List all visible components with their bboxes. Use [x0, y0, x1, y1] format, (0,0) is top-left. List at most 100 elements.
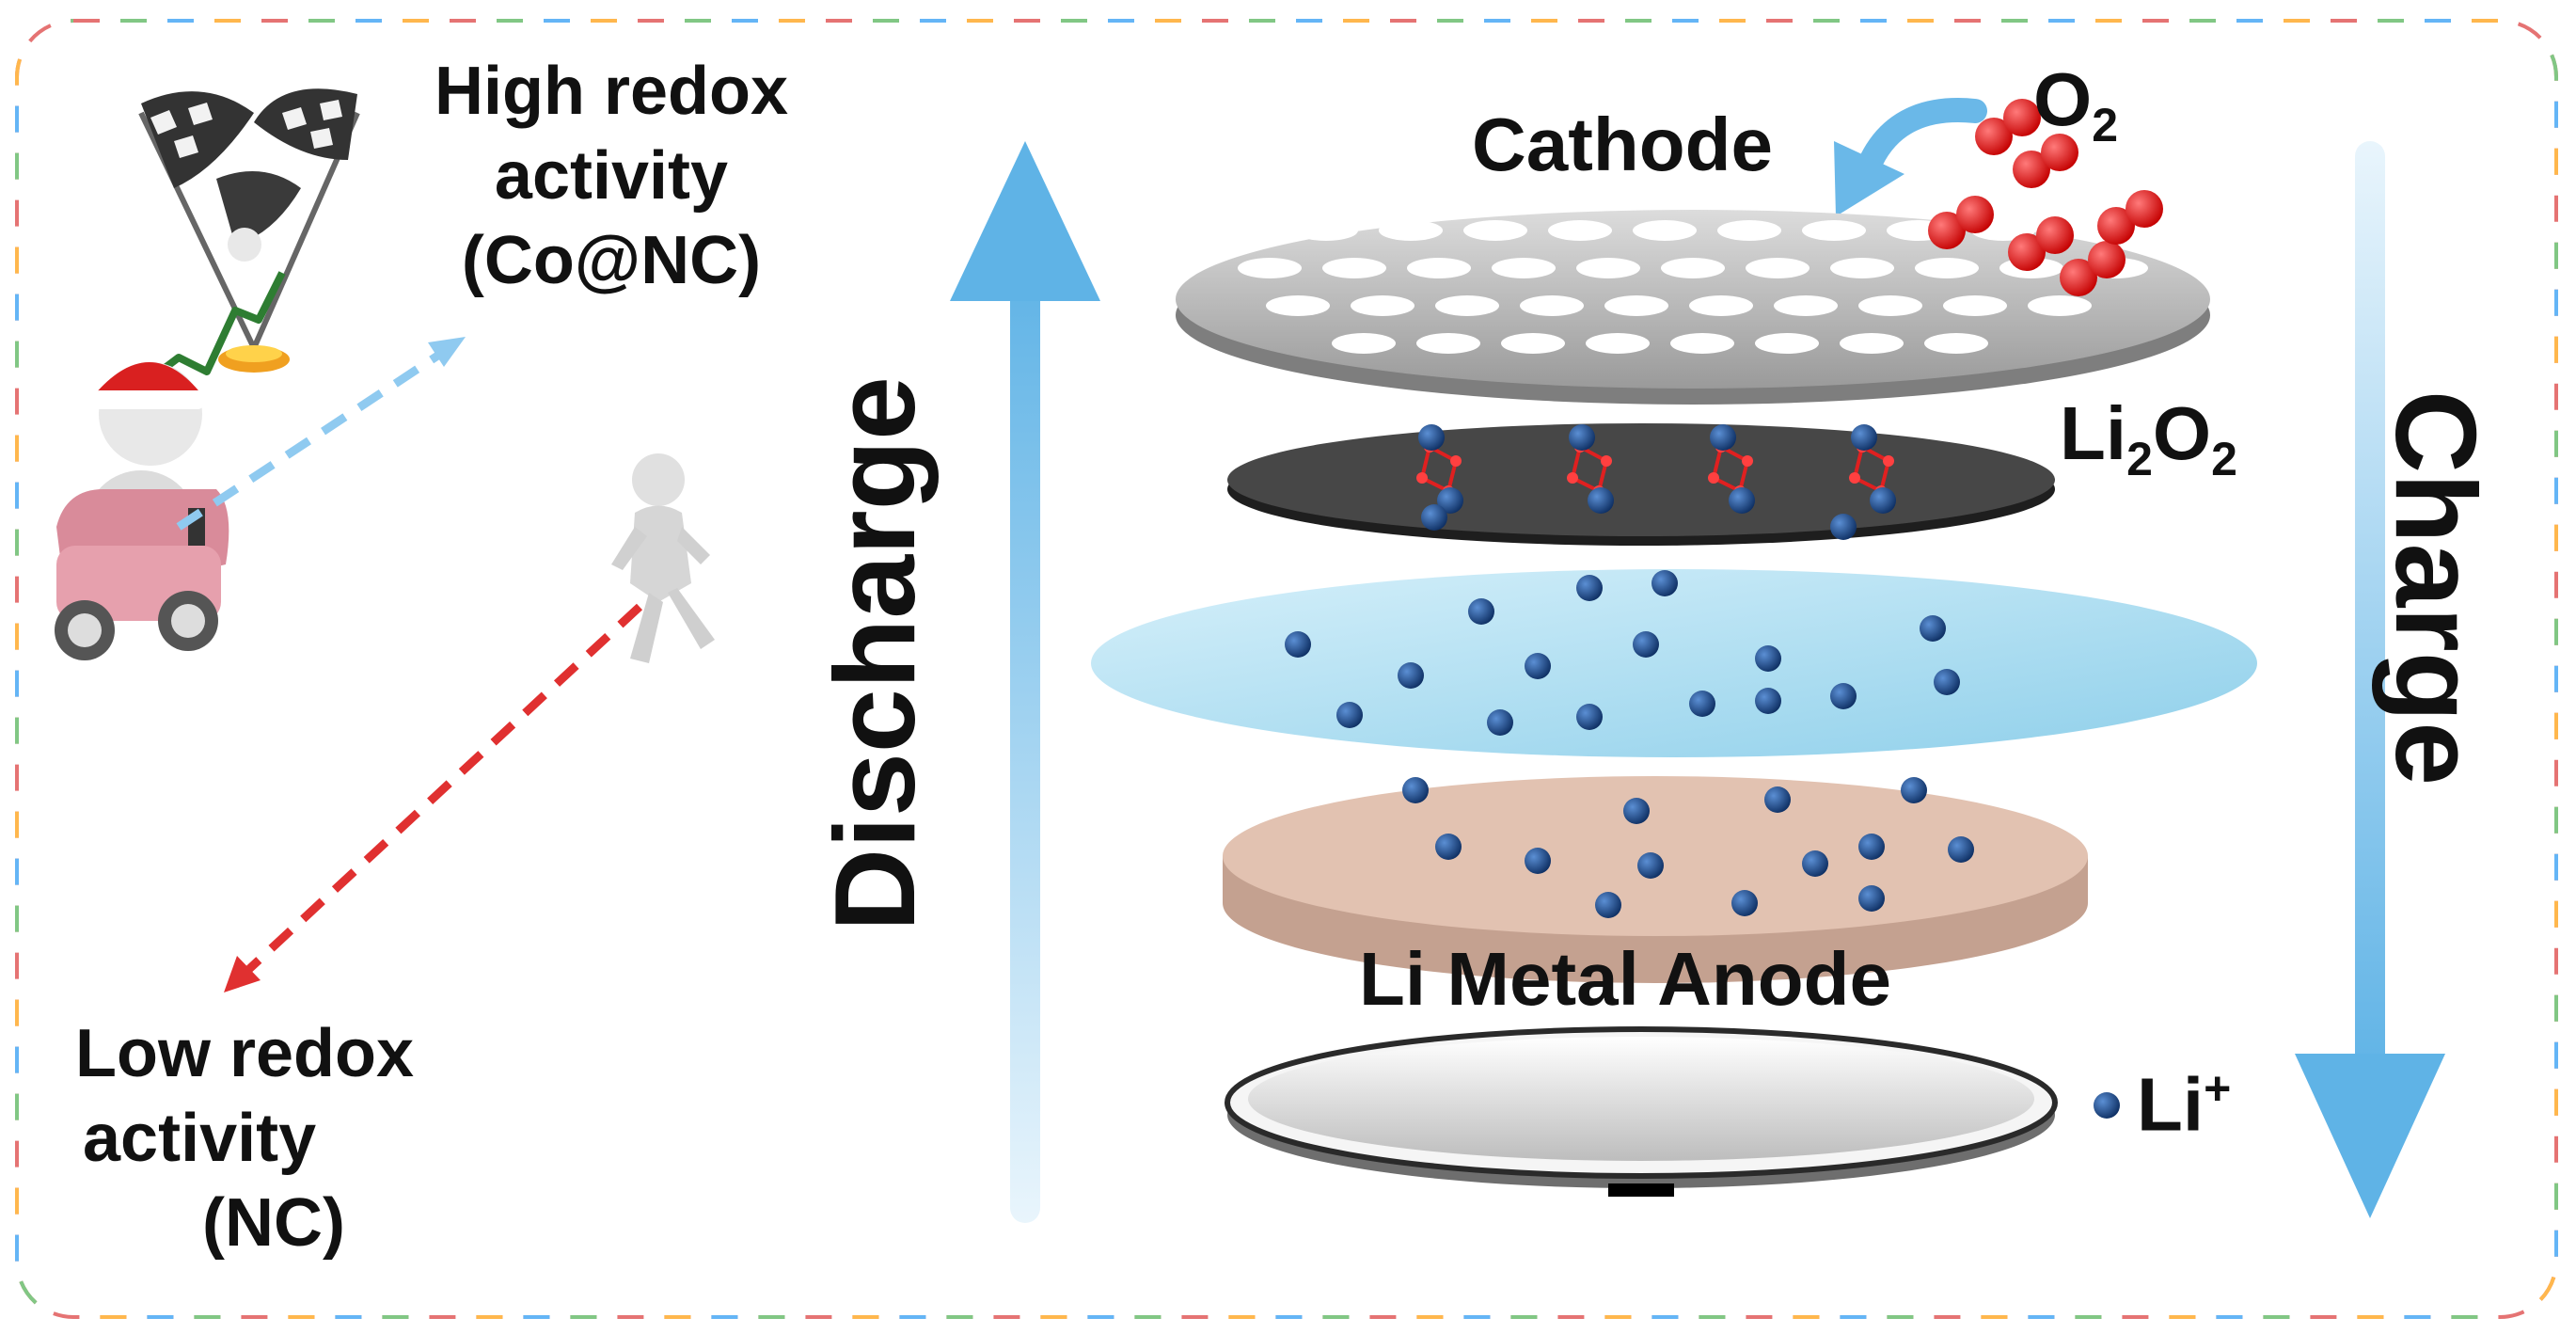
li-ion: [1435, 834, 1462, 860]
cathode-pore: [1238, 258, 1302, 278]
cathode-pore: [2028, 295, 2092, 316]
li2o2-lithium: [1437, 487, 1463, 514]
cathode-pore: [1802, 220, 1866, 241]
cathode-pore: [1407, 258, 1471, 278]
cathode-pore: [1463, 220, 1527, 241]
oxygen-atom: [2060, 259, 2097, 296]
low-redox-line-2: activity: [83, 1101, 317, 1176]
santa-figure-car-icon: [55, 362, 229, 660]
li-ion-legend-dot: [2094, 1092, 2120, 1119]
li-ion-base: Li: [2137, 1062, 2205, 1147]
li-ion: [1633, 631, 1659, 658]
checkered-flags-icon: [138, 88, 360, 373]
li-ion: [1901, 777, 1927, 803]
li2o2-oxygen: [1742, 455, 1753, 467]
li-ion: [1934, 669, 1960, 695]
high-activity-arrow: [176, 349, 445, 531]
cathode-pore: [1416, 333, 1480, 354]
cathode-pore: [1294, 220, 1358, 241]
li-ion: [1764, 786, 1791, 813]
oxygen-molecules: [1928, 99, 2163, 296]
li2o2-lithium: [1418, 424, 1445, 451]
o2-label: O2: [2033, 56, 2118, 152]
cathode-pore: [1774, 295, 1838, 316]
cathode-pore: [1943, 295, 2007, 316]
cathode-pore: [1915, 258, 1979, 278]
li-ion: [1468, 598, 1494, 625]
low-redox-label: Low redox activity (NC): [75, 1011, 470, 1265]
li-ion: [1755, 688, 1781, 714]
cathode-pore: [1924, 333, 1988, 354]
cathode-pore: [1755, 333, 1819, 354]
oxygen-inflow-arrow: [1859, 98, 1987, 172]
oxygen-atom: [2088, 241, 2126, 278]
li2o2-layer: [1227, 423, 2055, 546]
cathode-pore: [1670, 333, 1734, 354]
cathode-pore: [1266, 295, 1330, 316]
li-ion: [1802, 850, 1828, 877]
o2-sub: 2: [2092, 99, 2119, 151]
cathode-pore: [1332, 333, 1396, 354]
li-ions: [1285, 504, 1974, 918]
li2o2-lithium: [1851, 424, 1877, 451]
oxygen-atom: [1928, 212, 1966, 249]
oxygen-atom: [1975, 118, 2013, 155]
li-ion: [1525, 848, 1551, 874]
charge-label: Charge: [2372, 389, 2500, 786]
li-ion: [1623, 798, 1650, 824]
high-redox-line-1: High redox: [434, 54, 789, 129]
oxygen-atom: [2036, 216, 2074, 254]
li-ion: [1487, 709, 1513, 736]
li2o2-oxygen: [1416, 472, 1428, 484]
oxygen-atom: [2041, 134, 2078, 171]
current-collector-disc: [1225, 1026, 2058, 1197]
li2o2-oxygen: [1708, 472, 1719, 484]
oxygen-atom: [2003, 99, 2041, 136]
oxygen-inflow-arrowhead: [1834, 141, 1904, 216]
li-ion: [1830, 514, 1857, 540]
li2o2-lithium: [1870, 487, 1896, 514]
cathode-pore: [1586, 333, 1650, 354]
li-ion: [1595, 892, 1621, 918]
li-ion: [1731, 890, 1758, 916]
li2o2-clusters: [1416, 424, 1896, 514]
low-activity-arrow: [245, 603, 643, 973]
li2o2-oxygen: [1601, 455, 1612, 467]
charge-arrow: [2295, 141, 2445, 1218]
li2o2-li: Li: [2060, 391, 2127, 475]
li-ion: [1525, 653, 1551, 679]
cathode-pore: [1435, 295, 1499, 316]
cathode-pore: [1322, 258, 1386, 278]
li2o2-lithium: [1569, 424, 1595, 451]
oxygen-atom: [2126, 190, 2163, 228]
oxygen-atom: [1956, 196, 1994, 233]
cathode-plate: [1176, 210, 2210, 405]
li2o2-lithium: [1729, 487, 1755, 514]
o2-base: O: [2033, 57, 2093, 141]
li2o2-oxygen: [1450, 455, 1462, 467]
li-ion: [1948, 836, 1974, 863]
cathode-pore: [1689, 295, 1753, 316]
low-redox-line-1: Low redox: [75, 1016, 415, 1091]
cathode-pore: [1379, 220, 1443, 241]
li2o2-oxygen: [1567, 472, 1578, 484]
cathode-pore: [1548, 220, 1612, 241]
li2o2-oxygen: [1883, 455, 1894, 467]
walking-figure-icon: [611, 453, 715, 663]
growth-line: [138, 271, 286, 389]
li-ion: [1336, 702, 1363, 728]
li-ion: [1398, 662, 1424, 689]
cathode-pore: [1830, 258, 1894, 278]
li2o2-label: Li2O2: [2060, 390, 2237, 486]
li-ion: [1858, 834, 1885, 860]
li2o2-oxygen: [1849, 472, 1860, 484]
li-ion: [1402, 777, 1429, 803]
cathode-pore: [1520, 295, 1584, 316]
cathode-pore: [1858, 295, 1922, 316]
cathode-pore: [1717, 220, 1781, 241]
low-activity-arrowhead: [224, 956, 261, 993]
high-activity-arrowhead: [428, 337, 466, 367]
li-ion-sup: +: [2204, 1062, 2232, 1115]
li-metal-anode-label: Li Metal Anode: [1359, 937, 1891, 1021]
